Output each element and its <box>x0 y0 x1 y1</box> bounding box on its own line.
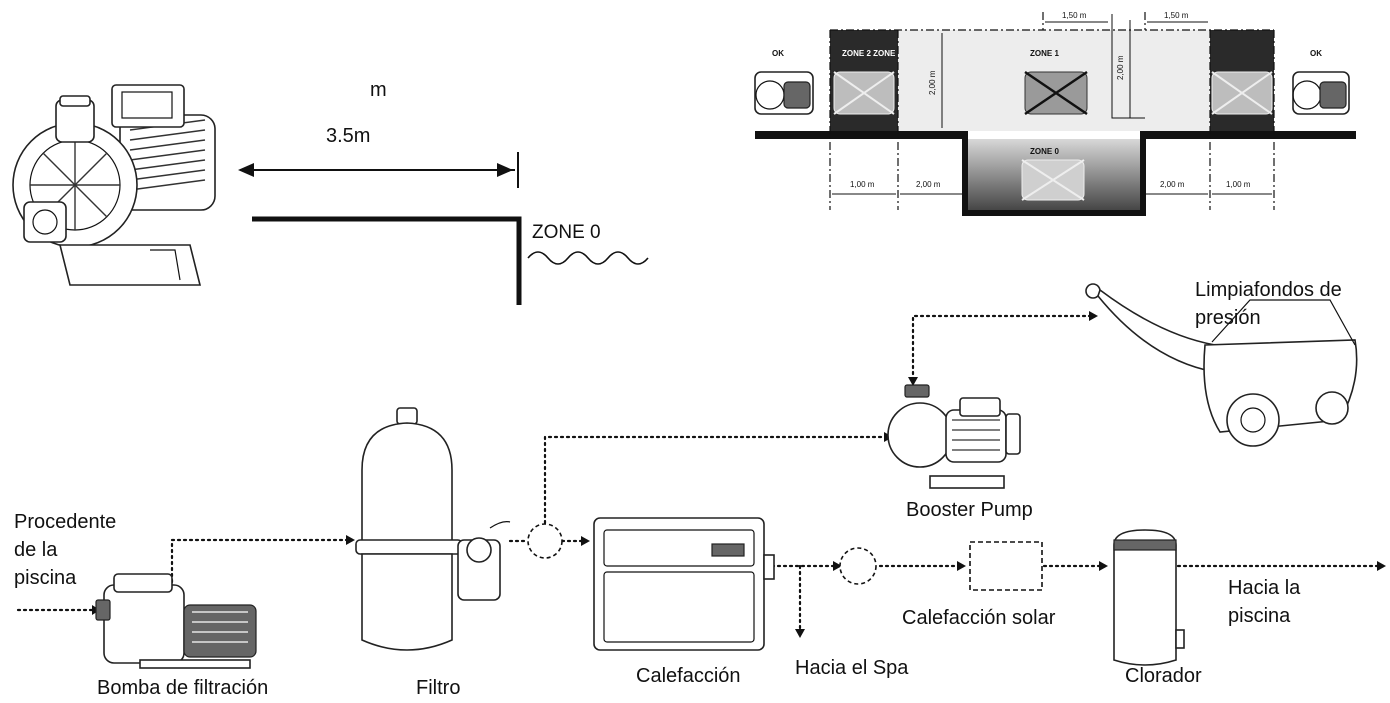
dim-200-left: 2,00 m <box>916 180 941 189</box>
booster-pump-illustration <box>887 384 1021 489</box>
pump-icon-ok-left <box>754 71 814 115</box>
dim-200-right: 2,00 m <box>1160 180 1185 189</box>
label-limpiafondos-2: presión <box>1195 307 1261 329</box>
dim-100-right: 1,00 m <box>1226 180 1251 189</box>
label-hacia-spa: Hacia el Spa <box>795 657 909 679</box>
label-hacia-piscina-1: Hacia la <box>1228 577 1301 599</box>
dim-150-b: 1,50 m <box>1164 11 1189 20</box>
zone2-label: ZONE 2 ZONE <box>842 49 896 58</box>
circuit-flow-lines <box>16 311 1386 638</box>
label-procedente-1: Procedente <box>14 511 116 533</box>
label-limpiafondos-1: Limpiafondos de <box>1195 279 1342 301</box>
dim-100-left: 1,00 m <box>850 180 875 189</box>
dim-200-vertical-left: 2,00 m <box>928 70 937 95</box>
label-calef-solar: Calefacción solar <box>902 607 1056 629</box>
distance-arrow <box>238 152 519 188</box>
pump-icon-zone1 <box>1024 70 1088 116</box>
label-hacia-piscina-2: piscina <box>1228 605 1291 627</box>
label-procedente-3: piscina <box>14 567 77 589</box>
label-booster: Booster Pump <box>906 499 1033 521</box>
pool-edge-profile <box>252 216 649 305</box>
label-bomba: Bomba de filtración <box>97 677 268 699</box>
ok-left-label: OK <box>772 49 784 58</box>
pump-icon-zone0 <box>1021 159 1085 201</box>
zone0-label-left: ZONE 0 <box>532 222 601 243</box>
distance-label: 3.5m <box>326 125 370 147</box>
ok-right-label: OK <box>1310 49 1322 58</box>
dim-150-a: 1,50 m <box>1062 11 1087 20</box>
label-procedente-2: de la <box>14 539 58 561</box>
pump-icon-zone2-right <box>1211 71 1273 115</box>
zones-diagram <box>754 12 1356 216</box>
chlorinator-illustration <box>1113 529 1185 666</box>
pressure-cleaner-illustration <box>1085 283 1358 447</box>
zone0-label-right: ZONE 0 <box>1030 147 1059 156</box>
heater-illustration <box>593 517 775 651</box>
filtration-pump-illustration <box>95 573 257 669</box>
solar-heater-box <box>969 541 1043 591</box>
dim-200-vertical-right: 2,00 m <box>1116 55 1125 80</box>
filter-illustration <box>355 407 511 651</box>
label-clorador: Clorador <box>1125 665 1202 687</box>
top-left-pump-illustration <box>12 84 216 286</box>
label-m: m <box>370 79 387 101</box>
label-filtro: Filtro <box>416 677 460 699</box>
zone1-label: ZONE 1 <box>1030 49 1059 58</box>
pump-icon-zone2-left <box>833 71 895 115</box>
label-calefaccion: Calefacción <box>636 665 741 687</box>
pump-icon-ok-right <box>1292 71 1350 115</box>
valve-circles <box>527 523 877 585</box>
